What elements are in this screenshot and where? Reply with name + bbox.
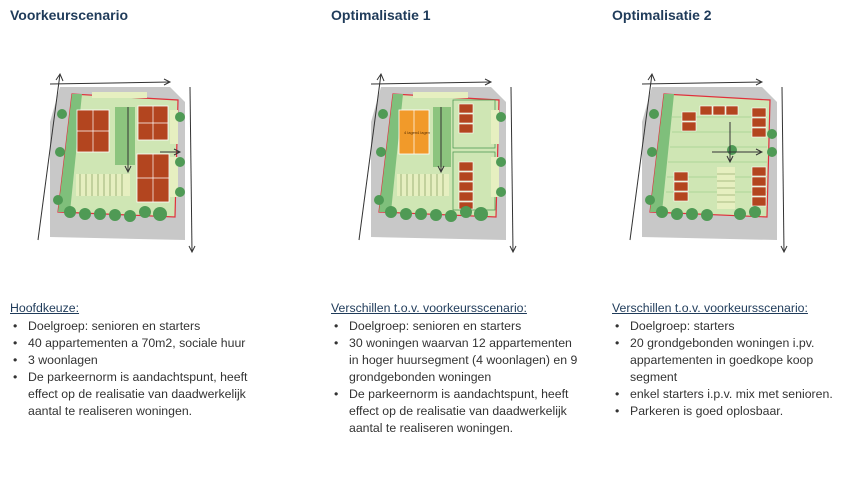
storey-label: 4 lagen: [417, 130, 430, 135]
access-arrows: [629, 72, 788, 254]
scenario-column-3: Optimalisatie 2: [612, 0, 847, 481]
parking-area: [397, 92, 499, 197]
site-plan-2: 4 lagen 4 lagen: [358, 72, 517, 254]
green-strip: [433, 107, 451, 167]
list-item: enkel starters i.p.v. mix met senioren.: [612, 386, 845, 403]
notes-heading: Verschillen t.o.v. voorkeursscenario:: [331, 301, 527, 315]
list-item: Doelgroep: senioren en starters: [331, 318, 591, 335]
storey-label: 4 lagen: [404, 130, 417, 135]
access-arrows: [37, 72, 196, 254]
list-item: De parkeernorm is aandachtspunt, heeft e…: [331, 386, 584, 437]
scenario-title: Optimalisatie 2: [612, 7, 712, 23]
notes-block: Verschillen t.o.v. voorkeursscenario: Do…: [612, 300, 850, 420]
list-item: Parkeren is goed oplosbaar.: [612, 403, 850, 420]
access-arrows: [358, 72, 517, 254]
parking-area: [76, 92, 178, 197]
site-plan-1: [37, 72, 196, 254]
scenario-title: Voorkeurscenario: [10, 7, 129, 23]
notes-block: Hoofdkeuze: Doelgroep: senioren en start…: [10, 300, 270, 420]
trees: [645, 109, 777, 221]
scenario-column-2: Optimalisatie 1 4 lagen 4 lagen: [331, 0, 591, 481]
notes-block: Verschillen t.o.v. voorkeursscenario: Do…: [331, 300, 591, 437]
list-item: 30 woningen waarvan 12 appartementen in …: [331, 335, 584, 386]
notes-heading: Hoofdkeuze:: [10, 301, 80, 315]
houses: [458, 103, 474, 210]
list-item: Doelgroep: senioren en starters: [10, 318, 270, 335]
notes-list: Doelgroep: senioren en starters 30 wonin…: [331, 318, 591, 437]
trees: [374, 109, 506, 222]
notes-list: Doelgroep: senioren en starters 40 appar…: [10, 318, 270, 420]
green-strip: [115, 107, 135, 165]
houses: [673, 105, 767, 207]
tree-belt: [379, 94, 403, 212]
trees: [53, 109, 185, 222]
notes-heading: Verschillen t.o.v. voorkeursscenario:: [612, 301, 808, 315]
site-plan-3: [629, 72, 788, 254]
scenario-column-1: Voorkeurscenario: [10, 0, 280, 481]
tree-belt: [58, 94, 82, 212]
list-item: De parkeernorm is aandachtspunt, heeft e…: [10, 369, 263, 420]
list-item: 40 appartementen a 70m2, sociale huur: [10, 335, 263, 352]
list-item: Doelgroep: starters: [612, 318, 850, 335]
list-item: 3 woonlagen: [10, 352, 270, 369]
tree-belt: [650, 94, 674, 212]
notes-list: Doelgroep: starters 20 grondgebonden won…: [612, 318, 850, 420]
scenario-title: Optimalisatie 1: [331, 7, 431, 23]
list-item: 20 grondgebonden woningen i.pv. appartem…: [612, 335, 850, 386]
